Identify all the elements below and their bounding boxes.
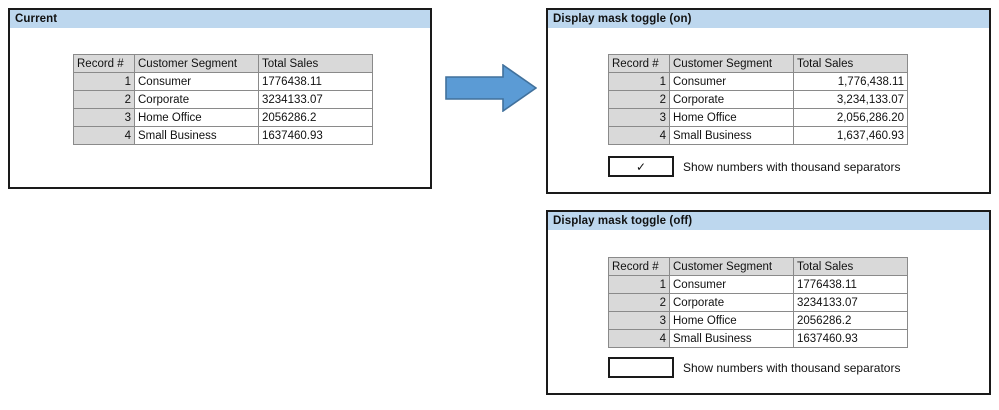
table-current: Record # Customer Segment Total Sales 1 … xyxy=(73,54,373,145)
cell-record: 4 xyxy=(608,126,670,145)
right-arrow-icon xyxy=(445,64,537,112)
cell-record: 3 xyxy=(608,311,670,330)
cell-sales: 3234133.07 xyxy=(793,293,908,312)
thousand-separator-checkbox-off[interactable] xyxy=(608,357,674,378)
panel-mask-on-title: Display mask toggle (on) xyxy=(548,10,989,28)
table-row: 4 Small Business 1,637,460.93 xyxy=(608,126,908,145)
table-row: 1 Consumer 1,776,438.11 xyxy=(608,72,908,91)
cell-segment: Home Office xyxy=(669,311,794,330)
thousand-separator-label-on: Show numbers with thousand separators xyxy=(683,159,901,174)
table-row: 2 Corporate 3234133.07 xyxy=(608,293,908,312)
cell-segment: Corporate xyxy=(669,90,794,109)
cell-segment: Consumer xyxy=(669,275,794,294)
table-row: 4 Small Business 1637460.93 xyxy=(608,329,908,348)
cell-record: 2 xyxy=(73,90,135,109)
column-header-record: Record # xyxy=(608,257,670,276)
thousand-separator-label-off: Show numbers with thousand separators xyxy=(683,360,901,375)
cell-sales: 2056286.2 xyxy=(793,311,908,330)
table-header-row: Record # Customer Segment Total Sales xyxy=(608,257,908,276)
column-header-record: Record # xyxy=(73,54,135,73)
cell-sales: 3,234,133.07 xyxy=(793,90,908,109)
cell-sales: 1,776,438.11 xyxy=(793,72,908,91)
cell-segment: Home Office xyxy=(669,108,794,127)
cell-segment: Corporate xyxy=(669,293,794,312)
table-row: 1 Consumer 1776438.11 xyxy=(73,72,373,91)
cell-record: 1 xyxy=(608,72,670,91)
column-header-sales: Total Sales xyxy=(793,257,908,276)
column-header-record: Record # xyxy=(608,54,670,73)
column-header-segment: Customer Segment xyxy=(134,54,259,73)
cell-segment: Home Office xyxy=(134,108,259,127)
cell-segment: Consumer xyxy=(669,72,794,91)
panel-mask-toggle-off: Display mask toggle (off) Record # Custo… xyxy=(546,210,991,395)
panel-mask-off-title: Display mask toggle (off) xyxy=(548,212,989,230)
cell-record: 1 xyxy=(608,275,670,294)
table-row: 3 Home Office 2056286.2 xyxy=(73,108,373,127)
table-row: 3 Home Office 2056286.2 xyxy=(608,311,908,330)
cell-record: 3 xyxy=(608,108,670,127)
cell-sales: 2056286.2 xyxy=(258,108,373,127)
column-header-segment: Customer Segment xyxy=(669,257,794,276)
table-row: 1 Consumer 1776438.11 xyxy=(608,275,908,294)
column-header-segment: Customer Segment xyxy=(669,54,794,73)
cell-record: 1 xyxy=(73,72,135,91)
thousand-separator-toggle-row-on: ✓ Show numbers with thousand separators xyxy=(608,156,900,177)
column-header-sales: Total Sales xyxy=(793,54,908,73)
cell-sales: 3234133.07 xyxy=(258,90,373,109)
panel-mask-toggle-on: Display mask toggle (on) Record # Custom… xyxy=(546,8,991,194)
table-mask-on: Record # Customer Segment Total Sales 1 … xyxy=(608,54,908,145)
thousand-separator-toggle-row-off: Show numbers with thousand separators xyxy=(608,357,900,378)
cell-record: 3 xyxy=(73,108,135,127)
table-row: 3 Home Office 2,056,286.20 xyxy=(608,108,908,127)
cell-segment: Consumer xyxy=(134,72,259,91)
table-mask-off: Record # Customer Segment Total Sales 1 … xyxy=(608,257,908,348)
thousand-separator-checkbox-on[interactable]: ✓ xyxy=(608,156,674,177)
table-row: 4 Small Business 1637460.93 xyxy=(73,126,373,145)
cell-sales: 1,637,460.93 xyxy=(793,126,908,145)
cell-record: 4 xyxy=(73,126,135,145)
column-header-sales: Total Sales xyxy=(258,54,373,73)
cell-sales: 1637460.93 xyxy=(793,329,908,348)
panel-current-title: Current xyxy=(10,10,430,28)
table-header-row: Record # Customer Segment Total Sales xyxy=(608,54,908,73)
cell-sales: 2,056,286.20 xyxy=(793,108,908,127)
cell-sales: 1776438.11 xyxy=(258,72,373,91)
cell-segment: Corporate xyxy=(134,90,259,109)
cell-segment: Small Business xyxy=(669,126,794,145)
cell-record: 4 xyxy=(608,329,670,348)
cell-segment: Small Business xyxy=(669,329,794,348)
cell-sales: 1637460.93 xyxy=(258,126,373,145)
cell-sales: 1776438.11 xyxy=(793,275,908,294)
cell-segment: Small Business xyxy=(134,126,259,145)
table-row: 2 Corporate 3234133.07 xyxy=(73,90,373,109)
table-row: 2 Corporate 3,234,133.07 xyxy=(608,90,908,109)
table-header-row: Record # Customer Segment Total Sales xyxy=(73,54,373,73)
panel-current: Current Record # Customer Segment Total … xyxy=(8,8,432,189)
cell-record: 2 xyxy=(608,90,670,109)
checkmark-icon: ✓ xyxy=(635,159,647,174)
cell-record: 2 xyxy=(608,293,670,312)
